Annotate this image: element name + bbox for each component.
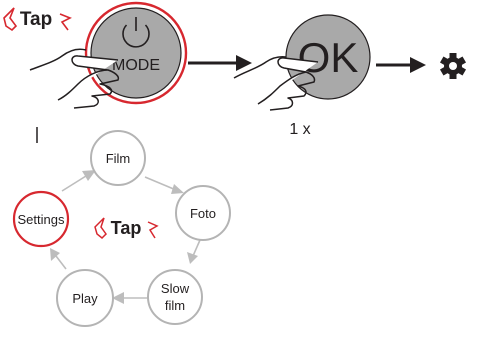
mode-slow-film-label-line1: Slow — [161, 281, 190, 296]
cycle-arrows — [50, 170, 201, 304]
ok-button-label: OK — [298, 34, 359, 81]
tap-badge-center: Tap — [94, 217, 159, 240]
mode-button-label: MODE — [112, 57, 160, 74]
mode-film-label: Film — [106, 151, 131, 166]
mode-slow-film-label-line2: film — [165, 298, 185, 313]
mode-foto[interactable]: Foto — [175, 185, 231, 241]
tap-label-center: Tap — [111, 218, 142, 238]
mode-button[interactable]: MODE — [84, 1, 188, 105]
tap-label-top: Tap — [20, 9, 52, 30]
hand-icon-mode — [29, 48, 120, 109]
gear-icon — [439, 53, 467, 79]
hand-icon-ok — [233, 56, 319, 111]
mode-foto-label: Foto — [190, 206, 216, 221]
mode-play[interactable]: Play — [56, 269, 114, 327]
arrow-step1-to-step2 — [188, 55, 252, 71]
mode-settings[interactable]: Settings — [12, 190, 70, 248]
mode-film[interactable]: Film — [90, 130, 146, 186]
mode-play-label: Play — [72, 291, 98, 306]
arrow-step2-to-result — [376, 57, 426, 73]
mode-slow-film[interactable]: Slow film — [147, 269, 203, 325]
mode-settings-label: Settings — [18, 212, 65, 227]
ok-button[interactable]: OK — [285, 14, 371, 100]
press-count: 1 x — [289, 121, 310, 138]
power-icon — [122, 17, 150, 48]
tap-badge-top: Tap — [3, 7, 72, 32]
